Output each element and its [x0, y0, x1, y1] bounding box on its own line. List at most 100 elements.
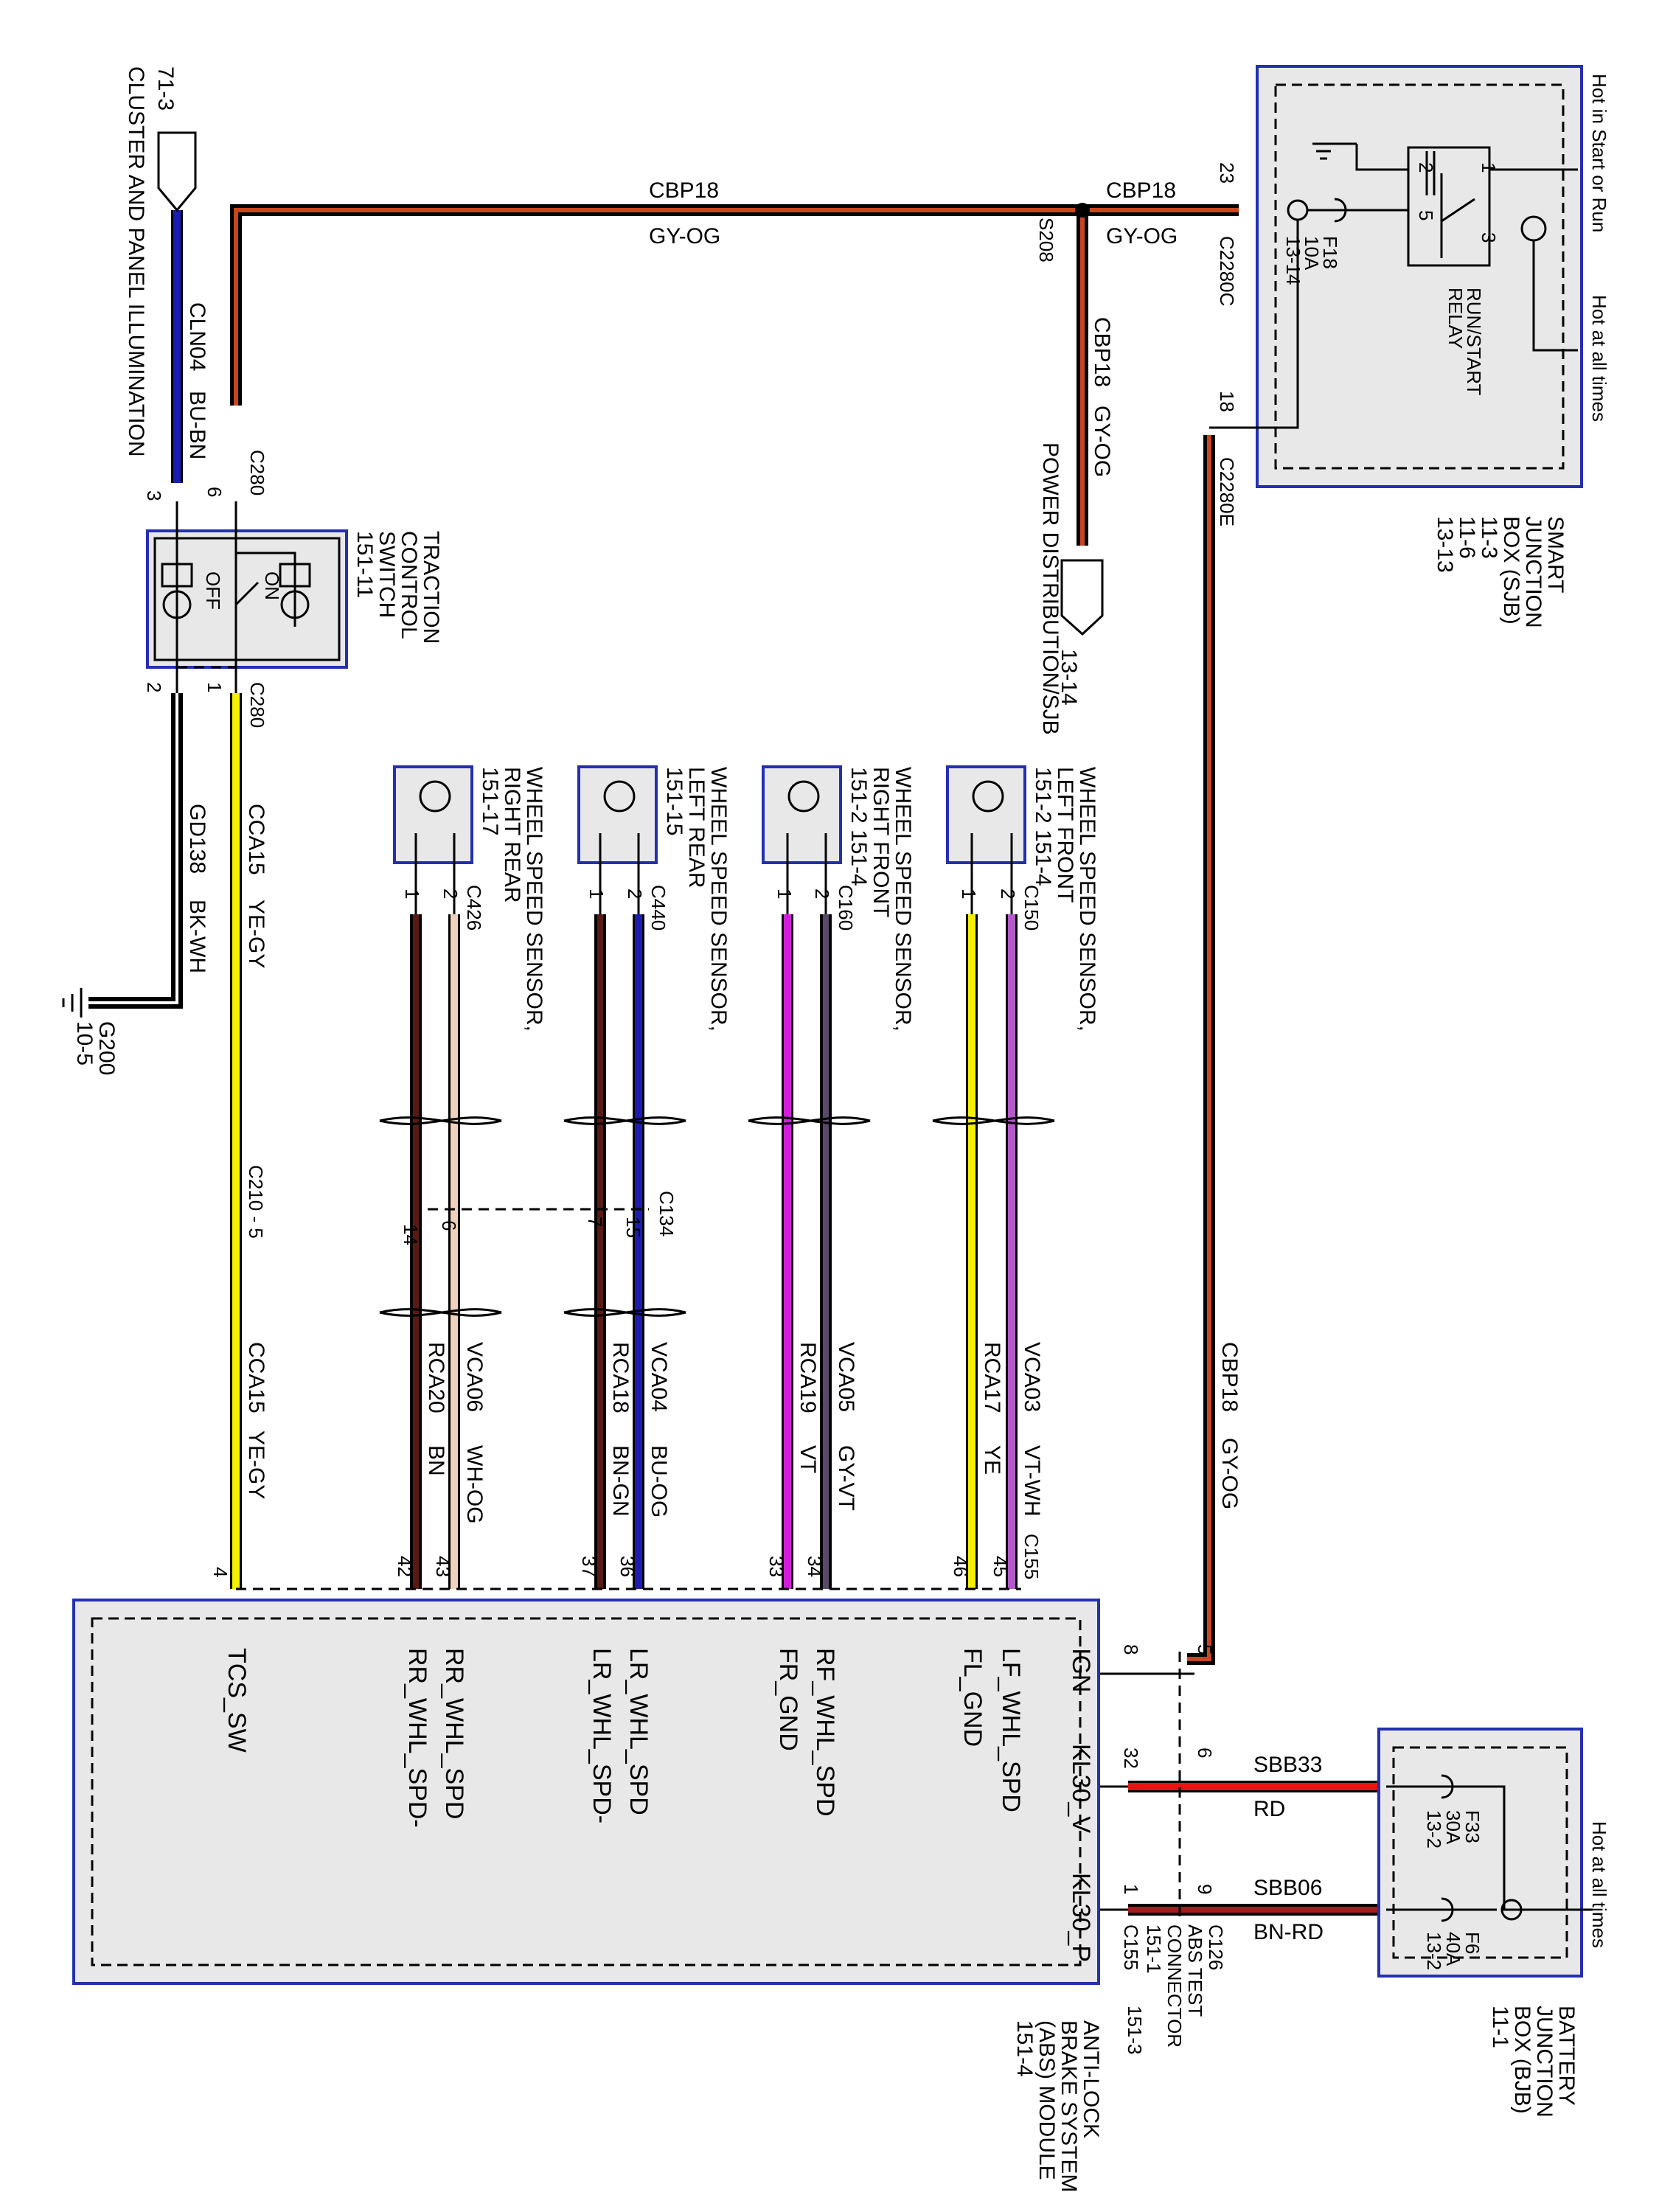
tcs-c280-bottom: C280	[246, 682, 268, 728]
wire-cbp18-top-left-circuit: CBP18	[649, 178, 719, 203]
sensor-rr-pin-2: 2	[439, 888, 462, 899]
wire-cca15-b-circuit: CCA15	[244, 1342, 268, 1413]
tcs-pin-3: 3	[143, 490, 165, 501]
sensor-lf-conn: C150	[1020, 885, 1043, 931]
sensor-lf	[946, 765, 1026, 914]
abs-signal-lr-whl-spd: LR_WHL_SPD	[625, 1648, 653, 1815]
abs-signal-fl-gnd: FL_GND	[959, 1648, 987, 1747]
sjb-pin-23: 23	[1216, 162, 1238, 184]
abs-signal-lf-whl-spd: LF_WHL_SPD	[997, 1648, 1025, 1812]
abs-signal-fr-gnd: FR_GND	[774, 1648, 802, 1751]
sensor-rr-line-3: 151-17	[478, 767, 502, 835]
sjb-fuse-name: F18	[1319, 236, 1341, 269]
sensor-rr-line-2: RIGHT REAR	[500, 767, 524, 902]
sensor-lr	[577, 765, 658, 914]
wire-vca04-circuit: VCA04	[647, 1342, 671, 1412]
sensor-rr-pin-1: 1	[401, 888, 423, 899]
abs-signal-rf-whl-spd: RF_WHL_SPD	[811, 1648, 839, 1817]
wire-cln04-color: BU-BN	[185, 391, 209, 459]
cluster-connector	[157, 131, 197, 212]
abs-signal-tcs-sw: TCS_SW	[223, 1648, 251, 1753]
abs-signal-rr-whl-spd: RR_WHL_SPD	[440, 1648, 468, 1819]
sensor-rf-pin-1: 1	[773, 888, 796, 899]
wire-rca20-circuit: RCA20	[424, 1342, 448, 1413]
wire-rca17-color: YE	[980, 1445, 1004, 1475]
bjb-hot-all-times: Hot at all times	[1588, 1821, 1610, 1948]
c134-pin-6: 6	[438, 1220, 460, 1231]
wire-cln04-circuit: CLN04	[185, 302, 209, 371]
cluster-ref: 71-3	[153, 66, 178, 111]
abs-label-2: BRAKE SYSTEM	[1057, 2020, 1081, 2192]
sjb-relay-pin-2: 2	[1415, 162, 1437, 173]
tcs-label-1: TRACTION	[419, 531, 443, 644]
abs-test-4: 151-3	[1124, 2006, 1146, 2055]
wires	[88, 204, 1386, 1916]
sjb-label-1: SMART	[1543, 516, 1568, 593]
abs-label-4: 151-4	[1012, 2020, 1037, 2077]
sensor-rr-line-1: WHEEL SPEED SENSOR,	[522, 767, 546, 1032]
wire-cbp18-top-left-color: GY-OG	[649, 224, 720, 248]
wire-cbp18-right-color: GY-OG	[1217, 1438, 1242, 1509]
power-dist-ref: 13-14	[1057, 649, 1081, 706]
sensor-rr	[393, 765, 473, 914]
wire-vca03-circuit: VCA03	[1020, 1342, 1044, 1412]
sensor-rr-conn: C426	[463, 885, 485, 931]
tcs-label-2: CONTROL	[397, 531, 421, 639]
abs-signal-kl30-v: KL30_V	[1067, 1744, 1095, 1833]
bjb-label-1: BATTERY	[1554, 2006, 1579, 2106]
abs-signal-kl30-p: KL30_P	[1067, 1873, 1095, 1962]
bjb-label-3: BOX (BJB)	[1510, 2006, 1534, 2114]
wire-rca17-circuit: RCA17	[980, 1342, 1004, 1413]
wire-cbp18-right	[1187, 435, 1215, 1665]
abs-pin-4: 4	[209, 1567, 232, 1577]
sensor-lr-line-2: LEFT REAR	[684, 767, 709, 888]
sjb-fuse-rating: 10A	[1301, 236, 1323, 271]
sjb-relay-pin-1: 1	[1478, 162, 1500, 173]
wire-cca15-a-circuit: CCA15	[244, 804, 268, 875]
abs-pin-32: 32	[1120, 1747, 1142, 1769]
wire-vca03-color: VT-WH	[1020, 1445, 1044, 1517]
sensor-rf-conn: C160	[835, 885, 857, 931]
tcs-off: OFF	[202, 571, 224, 610]
c134-pin-14: 14	[400, 1224, 422, 1245]
tcs-pin-6: 6	[204, 487, 226, 497]
sjb-hot-start-run: Hot in Start or Run	[1588, 74, 1610, 232]
wire-rca18-color: BN-GN	[608, 1445, 633, 1517]
abs-signal-lr-whl-spd-neg: LR_WHL_SPD-	[588, 1648, 616, 1823]
sjb-label-3: BOX (SJB)	[1499, 516, 1523, 625]
wire-cbp18-down-color: GY-OG	[1090, 406, 1114, 477]
sensor-rf-line-3: 151-2 151-4	[846, 767, 871, 886]
abs-pin-1: 1	[1120, 1884, 1142, 1894]
tcs-switch	[146, 501, 348, 693]
sjb-relay-pin-3: 3	[1478, 232, 1500, 243]
bjb-f33-rating: 30A	[1442, 1810, 1464, 1845]
sjb-pin-18: 18	[1216, 391, 1238, 412]
sensor-lr-line-3: 151-15	[662, 767, 686, 835]
sensor-lf-pin-1: 1	[958, 888, 980, 899]
sensor-lf-pin-2: 2	[997, 888, 1019, 899]
c134-label: C134	[655, 1191, 678, 1237]
sjb-box	[1209, 65, 1583, 488]
sjb-fuse-ref: 13-14	[1282, 236, 1304, 285]
abs-c155-top: C155	[1020, 1534, 1043, 1579]
wire-cbp18-top-right-color: GY-OG	[1106, 224, 1178, 248]
abs-module	[72, 1587, 1181, 1985]
sensor-rf	[762, 765, 842, 914]
abs-pin-34: 34	[804, 1556, 826, 1577]
c126-label: C126	[1205, 1924, 1227, 1970]
power-dist-label: POWER DISTRIBUTION/SJB	[1038, 442, 1062, 735]
sjb-relay-pin-5: 5	[1415, 210, 1437, 220]
sensor-lf-line-1: WHEEL SPEED SENSOR,	[1075, 767, 1099, 1032]
wire-gd138	[88, 693, 183, 1009]
abs-pin-33: 33	[765, 1556, 787, 1577]
wire-rca19-color: VT	[796, 1445, 820, 1473]
abs-pin-46: 46	[950, 1556, 972, 1577]
cluster-label: CLUSTER AND PANEL ILLUMINATION	[124, 66, 148, 457]
wire-cca15-a-color: YE-GY	[244, 900, 268, 968]
bjb-f33-ref: 13-2	[1423, 1810, 1445, 1848]
splice-label: S208	[1035, 218, 1057, 262]
bjb-f6-ref: 13-2	[1423, 1932, 1445, 1970]
wire-sbb06-color: BN-RD	[1253, 1920, 1324, 1944]
abs-pin-37: 37	[578, 1556, 600, 1577]
sensor-lr-conn: C440	[647, 885, 669, 931]
